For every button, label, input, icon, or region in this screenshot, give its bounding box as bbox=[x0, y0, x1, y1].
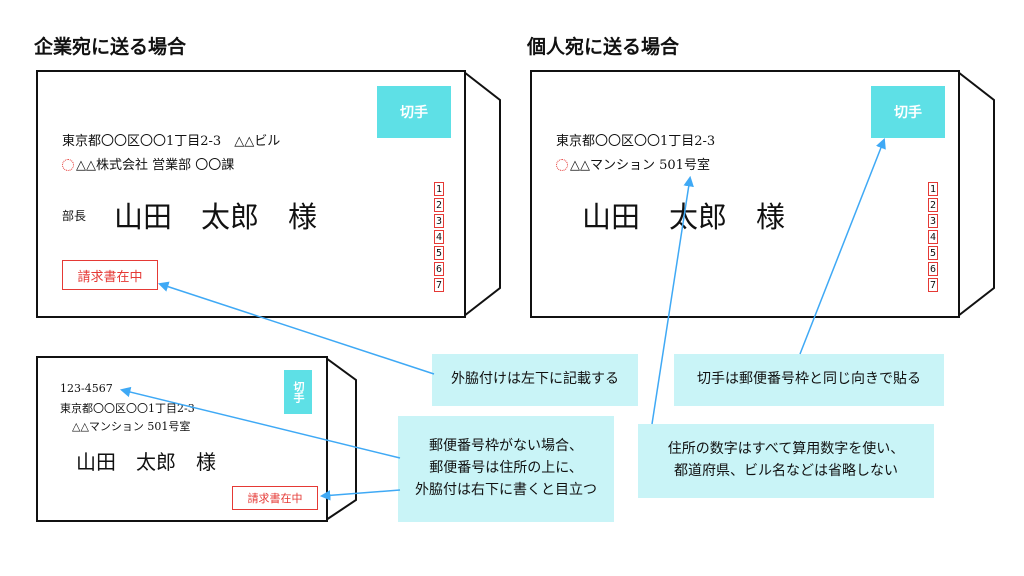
corporate-outer-note: 請求書在中 bbox=[62, 260, 158, 290]
small-address-line2: △△マンション 501号室 bbox=[72, 420, 191, 433]
seal-mark-icon bbox=[62, 158, 74, 171]
corporate-address-line2: △△株式会社 営業部 〇〇課 bbox=[62, 154, 234, 173]
small-envelope: 切手 123-4567 東京都〇〇区〇〇1丁目2-3 △△マンション 501号室… bbox=[36, 356, 328, 522]
postal-digit: 3 bbox=[928, 214, 938, 228]
small-outer-note: 請求書在中 bbox=[232, 486, 318, 510]
personal-stamp: 切手 bbox=[871, 86, 945, 138]
corporate-company: △△株式会社 営業部 〇〇課 bbox=[76, 158, 235, 173]
postal-digit: 5 bbox=[434, 246, 444, 260]
callout-no-postal-box: 郵便番号枠がない場合、 郵便番号は住所の上に、 外脇付は右下に書くと目立つ bbox=[398, 416, 614, 522]
heading-corporate: 企業宛に送る場合 bbox=[34, 36, 187, 58]
corporate-envelope-flap bbox=[464, 71, 501, 317]
postal-digit: 5 bbox=[928, 246, 938, 260]
small-address-line1: 東京都〇〇区〇〇1丁目2-3 bbox=[60, 402, 195, 415]
seal-mark-icon bbox=[556, 158, 568, 171]
corporate-envelope: 切手 東京都〇〇区〇〇1丁目2-3 △△ビル △△株式会社 営業部 〇〇課 部長… bbox=[36, 70, 466, 318]
arrow-numerals bbox=[651, 175, 694, 425]
postal-digit: 6 bbox=[928, 262, 938, 276]
corporate-recipient-name: 山田 太郎 様 bbox=[114, 200, 318, 234]
arrow-postal-code bbox=[119, 386, 401, 459]
callout-line: 郵便番号枠がない場合、 bbox=[429, 438, 583, 455]
personal-envelope-flap bbox=[958, 71, 995, 317]
corporate-address-line1: 東京都〇〇区〇〇1丁目2-3 △△ビル bbox=[62, 134, 281, 149]
arrow-bottom-left-note bbox=[158, 281, 435, 375]
callout-bottom-left-note: 外脇付けは左下に記載する bbox=[432, 354, 638, 406]
postal-digit: 7 bbox=[928, 278, 938, 292]
corporate-postal-boxes: 1 2 3 4 5 6 7 bbox=[434, 182, 444, 292]
postal-digit: 2 bbox=[434, 198, 444, 212]
small-stamp: 切手 bbox=[284, 370, 312, 414]
callout-line: 都道府県、ビル名などは省略しない bbox=[674, 463, 898, 479]
arrow-stamp-position bbox=[799, 138, 886, 355]
heading-personal: 個人宛に送る場合 bbox=[527, 36, 680, 58]
personal-envelope: 切手 東京都〇〇区〇〇1丁目2-3 △△マンション 501号室 山田 太郎 様 … bbox=[530, 70, 960, 318]
postal-digit: 4 bbox=[928, 230, 938, 244]
callout-stamp-position: 切手は郵便番号枠と同じ向きで貼る bbox=[674, 354, 944, 406]
callout-line: 郵便番号は住所の上に、 bbox=[429, 460, 583, 477]
postal-digit: 2 bbox=[928, 198, 938, 212]
arrow-outer-note bbox=[319, 489, 401, 501]
postal-digit: 3 bbox=[434, 214, 444, 228]
personal-address-line2: △△マンション 501号室 bbox=[556, 154, 710, 173]
corporate-title: 部長 bbox=[62, 209, 87, 223]
small-postal-code: 123-4567 bbox=[60, 382, 113, 395]
callout-line: 住所の数字はすべて算用数字を使い、 bbox=[667, 441, 905, 458]
postal-digit: 1 bbox=[928, 182, 938, 196]
callout-line: 外脇付は右下に書くと目立つ bbox=[415, 481, 597, 498]
small-recipient-name: 山田 太郎 様 bbox=[76, 450, 216, 474]
personal-postal-boxes: 1 2 3 4 5 6 7 bbox=[928, 182, 938, 292]
postal-digit: 4 bbox=[434, 230, 444, 244]
personal-address-line1: 東京都〇〇区〇〇1丁目2-3 bbox=[556, 134, 716, 149]
postal-digit: 7 bbox=[434, 278, 444, 292]
corporate-stamp: 切手 bbox=[377, 86, 451, 138]
personal-building: △△マンション 501号室 bbox=[570, 158, 710, 173]
small-envelope-flap bbox=[326, 357, 357, 521]
callout-numerals: 住所の数字はすべて算用数字を使い、 都道府県、ビル名などは省略しない bbox=[638, 424, 934, 498]
postal-digit: 6 bbox=[434, 262, 444, 276]
postal-digit: 1 bbox=[434, 182, 444, 196]
